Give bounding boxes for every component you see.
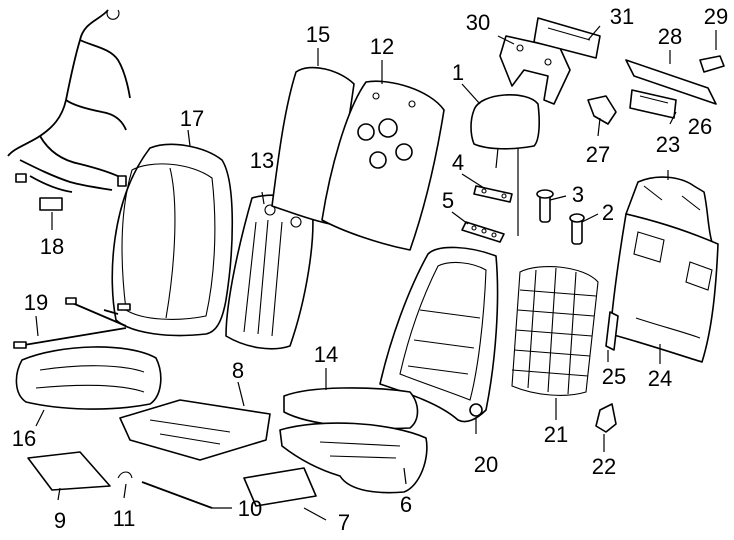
callout-30: 30 [466,10,490,35]
clip-part-27 [587,95,617,125]
back-cover-lower-part-24 [609,213,719,363]
clip-part-22 [595,403,617,433]
callout-18: 18 [40,234,64,259]
callout-labels: 1 2 3 4 5 6 7 8 9 10 11 12 13 14 15 16 1… [12,4,728,535]
callout-29: 29 [704,4,728,29]
trim-part-25 [605,311,619,351]
callout-8: 8 [232,358,244,383]
callout-9: 9 [54,508,66,533]
wiring-harness-part-18 [7,9,131,211]
plate-part-5 [461,221,505,243]
callout-19: 19 [24,290,48,315]
callout-15: 15 [306,22,330,47]
heater-mat-part-8 [119,399,271,461]
callout-23: 23 [656,132,680,157]
headrest-part-1 [470,94,540,236]
back-shell-part-12 [321,80,445,251]
callout-31: 31 [610,4,634,29]
cushion-pad-part-14 [283,387,419,430]
callout-25: 25 [602,364,626,389]
callout-16: 16 [12,426,36,451]
cushion-frame-part-6 [279,422,428,494]
callout-5: 5 [442,188,454,213]
callout-22: 22 [592,454,616,479]
callout-14: 14 [314,342,338,367]
spring-mat-part-21 [511,266,599,396]
callout-26: 26 [688,114,712,139]
guide-part-3 [536,189,554,223]
switch-part-26 [629,89,677,119]
knob-part-29 [699,55,725,73]
leader-lines [35,25,717,521]
callout-11: 11 [113,506,136,531]
callout-1: 1 [452,60,464,85]
callout-4: 4 [452,150,464,175]
seat-back-cover-part-17 [111,143,234,337]
rod-part-10 [141,481,213,509]
callout-6: 6 [400,492,412,517]
callout-7: 7 [338,510,350,535]
callout-27: 27 [586,142,610,167]
bracket-part-4 [473,185,513,203]
callout-21: 21 [544,422,568,447]
module-part-31 [533,17,601,59]
back-pad-part-13 [225,194,314,350]
seat-back-frame-part-20 [379,246,499,423]
callout-2: 2 [602,200,614,225]
callout-28: 28 [658,24,682,49]
block-part-7 [243,467,317,507]
guide-part-2 [569,213,585,245]
callout-10: 10 [238,496,262,521]
cushion-cover-part-16 [15,346,162,410]
callout-12: 12 [370,34,394,59]
callout-20: 20 [474,452,498,477]
callout-17: 17 [180,106,204,131]
module-bracket-part-30 [499,35,571,105]
pad-part-9 [27,451,111,491]
harness-connector-icon [39,197,63,211]
callout-13: 13 [250,148,274,173]
clip-part-11 [117,471,133,479]
wire-part-19 [13,297,131,349]
callout-3: 3 [572,182,584,207]
callout-24: 24 [648,366,672,391]
switch-bezel-part-28 [625,59,717,105]
